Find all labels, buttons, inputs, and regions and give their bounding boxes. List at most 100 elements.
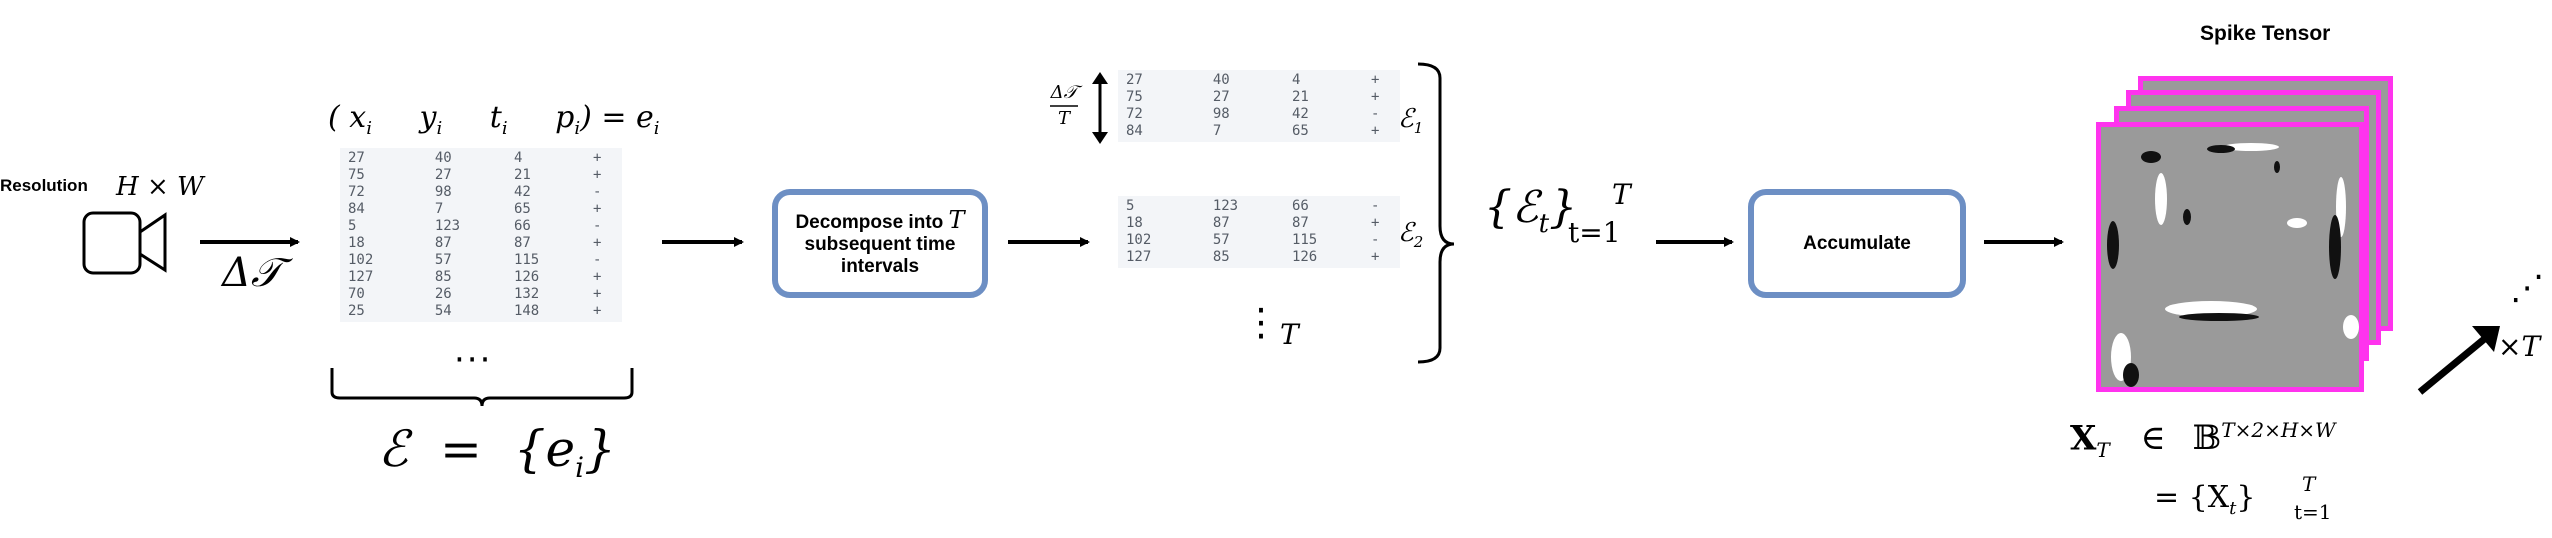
times-T-label: ×T [2498,330,2541,363]
table-cell: 57 [1212,232,1230,248]
tensor-eq-close: } [2236,480,2256,515]
table-cell: 21 [513,167,531,183]
resolution-label: Resolution [0,176,88,195]
table-cell: 66 [1291,198,1309,214]
eps1-sub: 1 [1413,119,1424,138]
table-cell: 40 [434,150,452,166]
table-cell: 26 [434,286,452,302]
table-row: 27 40 4 + [340,150,622,167]
table-cell: 27 [1126,72,1143,88]
table-cell: 126 [513,269,540,285]
epsilon-1: ℰ1 [1398,104,1423,137]
table-cell: 75 [1126,89,1143,105]
table-cell: + [593,150,602,166]
table-cell: 27 [434,167,452,183]
table-cell: - [1371,106,1380,122]
table-cell: 115 [513,252,540,268]
table-cell: + [593,269,602,285]
table-cell: + [1371,72,1380,88]
tensor-X: X [2070,418,2097,459]
eps2-sub: 2 [1413,233,1424,252]
event-ellipsis: ··· [454,340,493,380]
table-cell: 18 [1126,215,1143,231]
eps1-main: ℰ [1398,104,1414,134]
tensor-equals: = {Xt} [2154,480,2255,519]
epsilon-2: ℰ2 [1398,218,1423,251]
table-cell: 102 [348,252,374,268]
header-p-sub: i [574,118,581,139]
table-cell: 27 [1212,89,1230,105]
tensor-eq-sub: t [2229,498,2237,519]
table-cell: 123 [434,218,461,234]
table-cell: 98 [1212,106,1230,122]
resolution-dims: H × W [116,172,204,202]
set-sub: t [1538,208,1550,239]
stack-dots: ⋰ [2510,268,2544,308]
table-cell: - [593,184,602,200]
table-cell: - [1371,198,1380,214]
table-cell: 115 [1291,232,1318,248]
header-y: y [419,100,437,135]
interval-vdots-T: T [1280,318,1299,351]
table-cell: 65 [513,201,531,217]
decompose-var: T [948,206,965,234]
table-cell: 25 [348,303,365,319]
header-t-sub: i [501,118,508,139]
paren-open: ( [328,100,340,135]
header-rhs-sub: i [653,118,660,139]
table-cell: + [593,201,602,217]
table-cell: 54 [434,303,452,319]
table-cell: 21 [1291,89,1309,105]
delta-t-label: Δ𝒯 [222,250,282,296]
header-rhs: ) = e [580,100,654,135]
header-p: p [555,100,575,135]
table-cell: 84 [1126,123,1143,139]
decompose-box: Decompose into T subsequent time interva… [772,189,988,298]
table-cell: 65 [1291,123,1309,139]
table-cell: 123 [1212,198,1239,214]
table-cell: 98 [434,184,452,200]
table-cell: + [1371,249,1380,265]
set-open: {ℰ [1484,182,1539,233]
table-cell: + [1371,215,1380,231]
event-brace [330,368,634,407]
table-cell: 42 [1291,106,1309,122]
spike-frame-1 [2096,122,2364,392]
tensor-membership: XT ∈ 𝔹T×2×H×W [2070,418,2336,462]
spike-tensor-title: Spike Tensor [2200,22,2331,45]
set-close: } [1549,182,1578,233]
fraction-numerator: Δ𝒯 [1050,82,1078,103]
tensor-B: 𝔹 [2192,418,2222,459]
event-set: ℰ = {ei} [378,420,616,484]
table-cell: 4 [513,150,523,166]
table-cell: - [1371,232,1380,248]
tensor-eq-sup: T [2302,472,2316,496]
times-T-arrow [2417,333,2491,395]
table-cell: 40 [1212,72,1230,88]
table-cell: 7 [434,201,444,217]
table-cell: 18 [348,235,365,251]
header-y-sub: i [436,118,443,139]
table-cell: 85 [434,269,452,285]
decompose-line3: intervals [840,256,920,277]
table-cell: 42 [513,184,531,200]
event-header: ( xi yi ti pi) = ei [328,100,660,139]
spike-pattern [2101,127,2359,387]
table-cell: 27 [348,150,365,166]
tensor-in: ∈ [2140,418,2166,459]
interval-set-expression: {ℰt} [1484,182,1577,239]
table-cell: + [1371,123,1380,139]
table-cell: 84 [348,201,365,217]
